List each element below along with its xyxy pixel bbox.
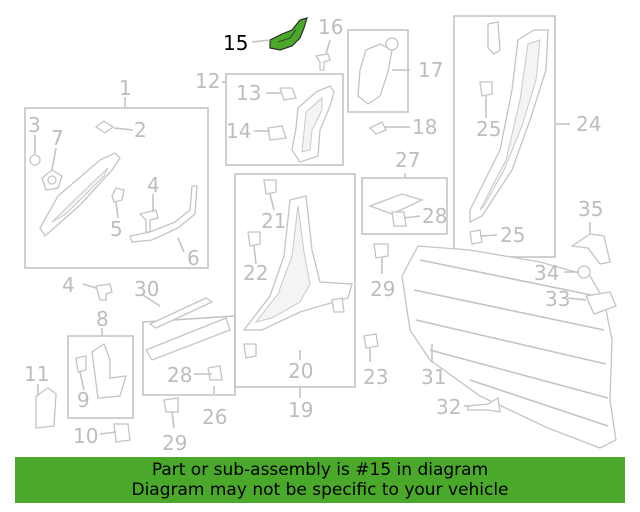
callout-17: 17	[418, 58, 443, 82]
callout-11: 11	[24, 362, 49, 386]
screw-18-part	[368, 121, 387, 135]
callout-2: 2	[134, 118, 147, 142]
pad-27-part	[368, 193, 424, 215]
highlighted-part-15	[269, 17, 308, 51]
b-pillar-inner-20	[254, 205, 311, 323]
highlighted-part-15-detail	[277, 29, 297, 43]
clip-29a-part	[373, 243, 389, 259]
group-box-12	[225, 73, 344, 166]
trim-8-part	[91, 343, 127, 399]
callout-18: 18	[412, 115, 437, 139]
trim-35-part	[570, 233, 611, 265]
callout-8: 8	[96, 307, 109, 331]
bracket-11-part	[35, 387, 57, 429]
clip-21-part	[263, 179, 277, 195]
callout-24: 24	[576, 112, 601, 136]
callout-33: 33	[545, 287, 570, 311]
group-box-17	[347, 29, 409, 113]
clip-28a-part	[391, 211, 407, 227]
callout-25a: 25	[476, 117, 501, 141]
group-box-8	[67, 335, 134, 419]
callout-4b: 4	[62, 273, 75, 297]
callout-34: 34	[534, 261, 559, 285]
scuff-plate-30-part	[148, 297, 214, 329]
callout-28b: 28	[167, 363, 192, 387]
callout-30: 30	[134, 277, 159, 301]
pin-32-part	[467, 396, 501, 413]
callout-28a: 28	[422, 204, 447, 228]
clip-14-part	[267, 125, 287, 141]
scuff-plate-26-part	[145, 317, 231, 361]
clip-3-part	[29, 154, 41, 166]
callout-3: 3	[28, 113, 41, 137]
c-pillar-inner-24	[479, 39, 541, 211]
callout-23: 23	[363, 365, 388, 389]
callout-4a: 4	[147, 173, 160, 197]
clip-22-part	[247, 231, 261, 247]
clip-25b-part	[469, 229, 483, 245]
screw-16-part	[314, 53, 331, 71]
back-panel-31-ribs	[413, 259, 609, 427]
clip-9-part	[75, 355, 87, 373]
callout-9: 9	[77, 388, 90, 412]
clip-24-part	[487, 21, 501, 55]
a-pillar-inner-part	[51, 167, 109, 223]
clip-20a-part	[331, 297, 345, 313]
callout-1: 1	[119, 76, 132, 100]
bracket-7-hole	[47, 175, 57, 185]
clip-33-part	[585, 291, 617, 315]
screw-4b-part	[95, 283, 113, 301]
callout-29b: 29	[162, 431, 187, 455]
leader-lines	[34, 39, 591, 435]
molding-6-part	[129, 185, 198, 243]
callout-10: 10	[73, 424, 98, 448]
clip-23-part	[363, 333, 379, 349]
screw-4-part	[138, 209, 159, 233]
callout-14: 14	[226, 119, 251, 143]
banner-line-2: Diagram may not be specific to your vehi…	[131, 480, 509, 500]
clip-25a-part	[479, 81, 493, 97]
callout-20: 20	[288, 359, 313, 383]
callout-16: 16	[318, 15, 343, 39]
callout-19: 19	[288, 398, 313, 422]
banner-line-1: Part or sub-assembly is #15 in diagram	[151, 460, 489, 480]
back-panel-31-part	[401, 245, 617, 449]
trim-12-inner	[301, 96, 323, 153]
callout-29a: 29	[370, 277, 395, 301]
callout-25b: 25	[500, 223, 525, 247]
group-box-1	[24, 107, 209, 269]
info-banner: Part or sub-assembly is #15 in diagram D…	[15, 457, 625, 503]
clip-5-part	[111, 187, 125, 203]
clip-28b-part	[207, 365, 223, 381]
bracket-17-part	[357, 43, 393, 105]
clip-20b-part	[243, 343, 257, 359]
callout-27: 27	[395, 148, 420, 172]
nut-34-part	[577, 265, 591, 279]
callout-35: 35	[578, 197, 603, 221]
group-box-26	[142, 315, 236, 396]
callout-12: 12	[195, 69, 220, 93]
clip-13-part	[279, 87, 297, 101]
clip-2-part	[94, 120, 115, 134]
clip-17-part	[385, 37, 399, 51]
callout-26: 26	[202, 405, 227, 429]
callout-7: 7	[51, 126, 64, 150]
callout-32: 32	[436, 395, 461, 419]
clip-29b-part	[163, 397, 179, 413]
callout-5: 5	[110, 217, 123, 241]
callout-21: 21	[261, 209, 286, 233]
callout-15: 15	[223, 31, 248, 55]
callout-6: 6	[187, 246, 200, 270]
clip-10-part	[113, 423, 131, 443]
callout-22: 22	[243, 261, 268, 285]
callout-31: 31	[421, 365, 446, 389]
group-box-19	[234, 173, 356, 388]
callout-13: 13	[236, 81, 261, 105]
